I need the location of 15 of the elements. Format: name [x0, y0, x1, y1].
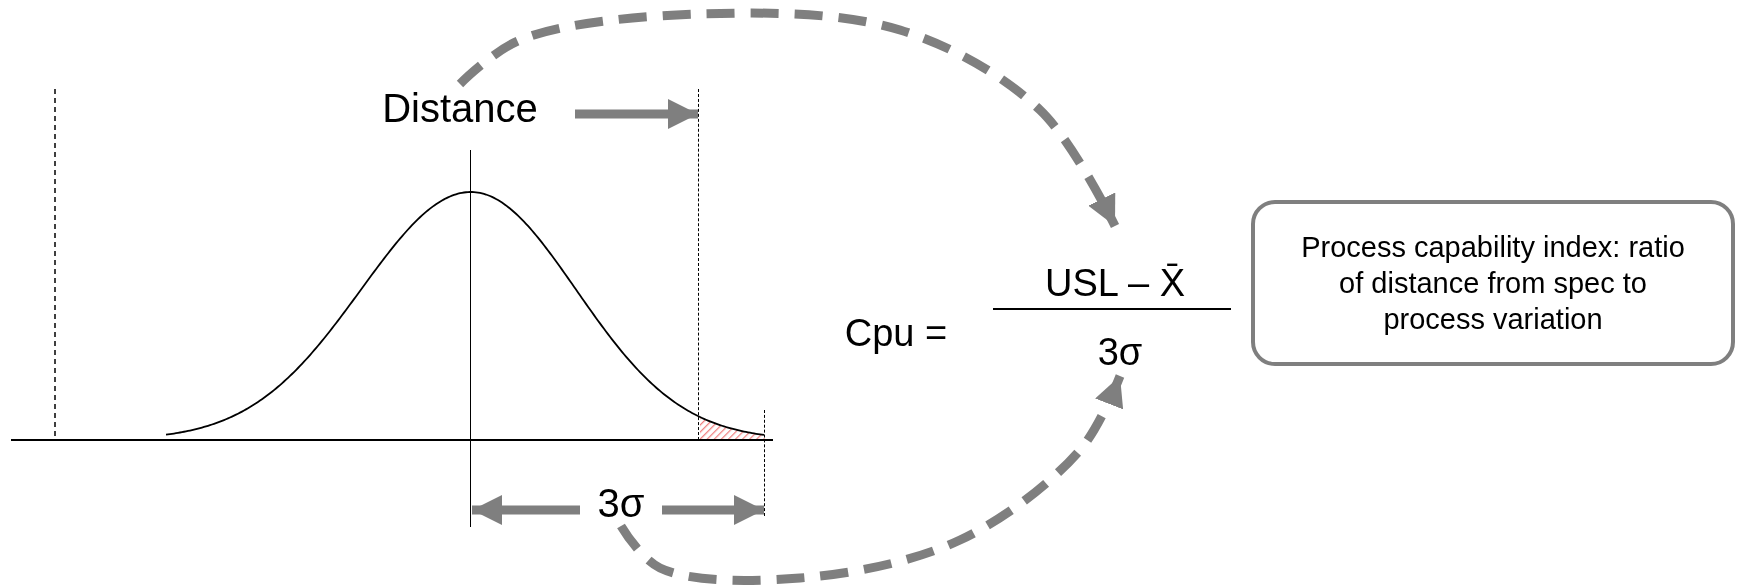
formula-label: Cpu = — [844, 311, 948, 355]
description-text: Process capability index: ratio of distance from spec to process variation — [1300, 229, 1686, 338]
text-label: Distance — [382, 85, 538, 131]
arrow — [472, 495, 580, 525]
arrow — [662, 495, 764, 525]
definition-box — [1251, 200, 1735, 366]
dashed-line — [698, 89, 701, 440]
text-label: 3σ — [597, 480, 645, 526]
formula-numerator: USL – X̄ — [1044, 262, 1186, 306]
formula-denominator: 3σ — [1097, 331, 1143, 375]
arrow — [575, 99, 698, 129]
dashed-arrow — [617, 374, 1125, 585]
dashed-arrow — [456, 8, 1119, 229]
center-line — [470, 150, 472, 527]
dashed-line — [764, 410, 767, 516]
